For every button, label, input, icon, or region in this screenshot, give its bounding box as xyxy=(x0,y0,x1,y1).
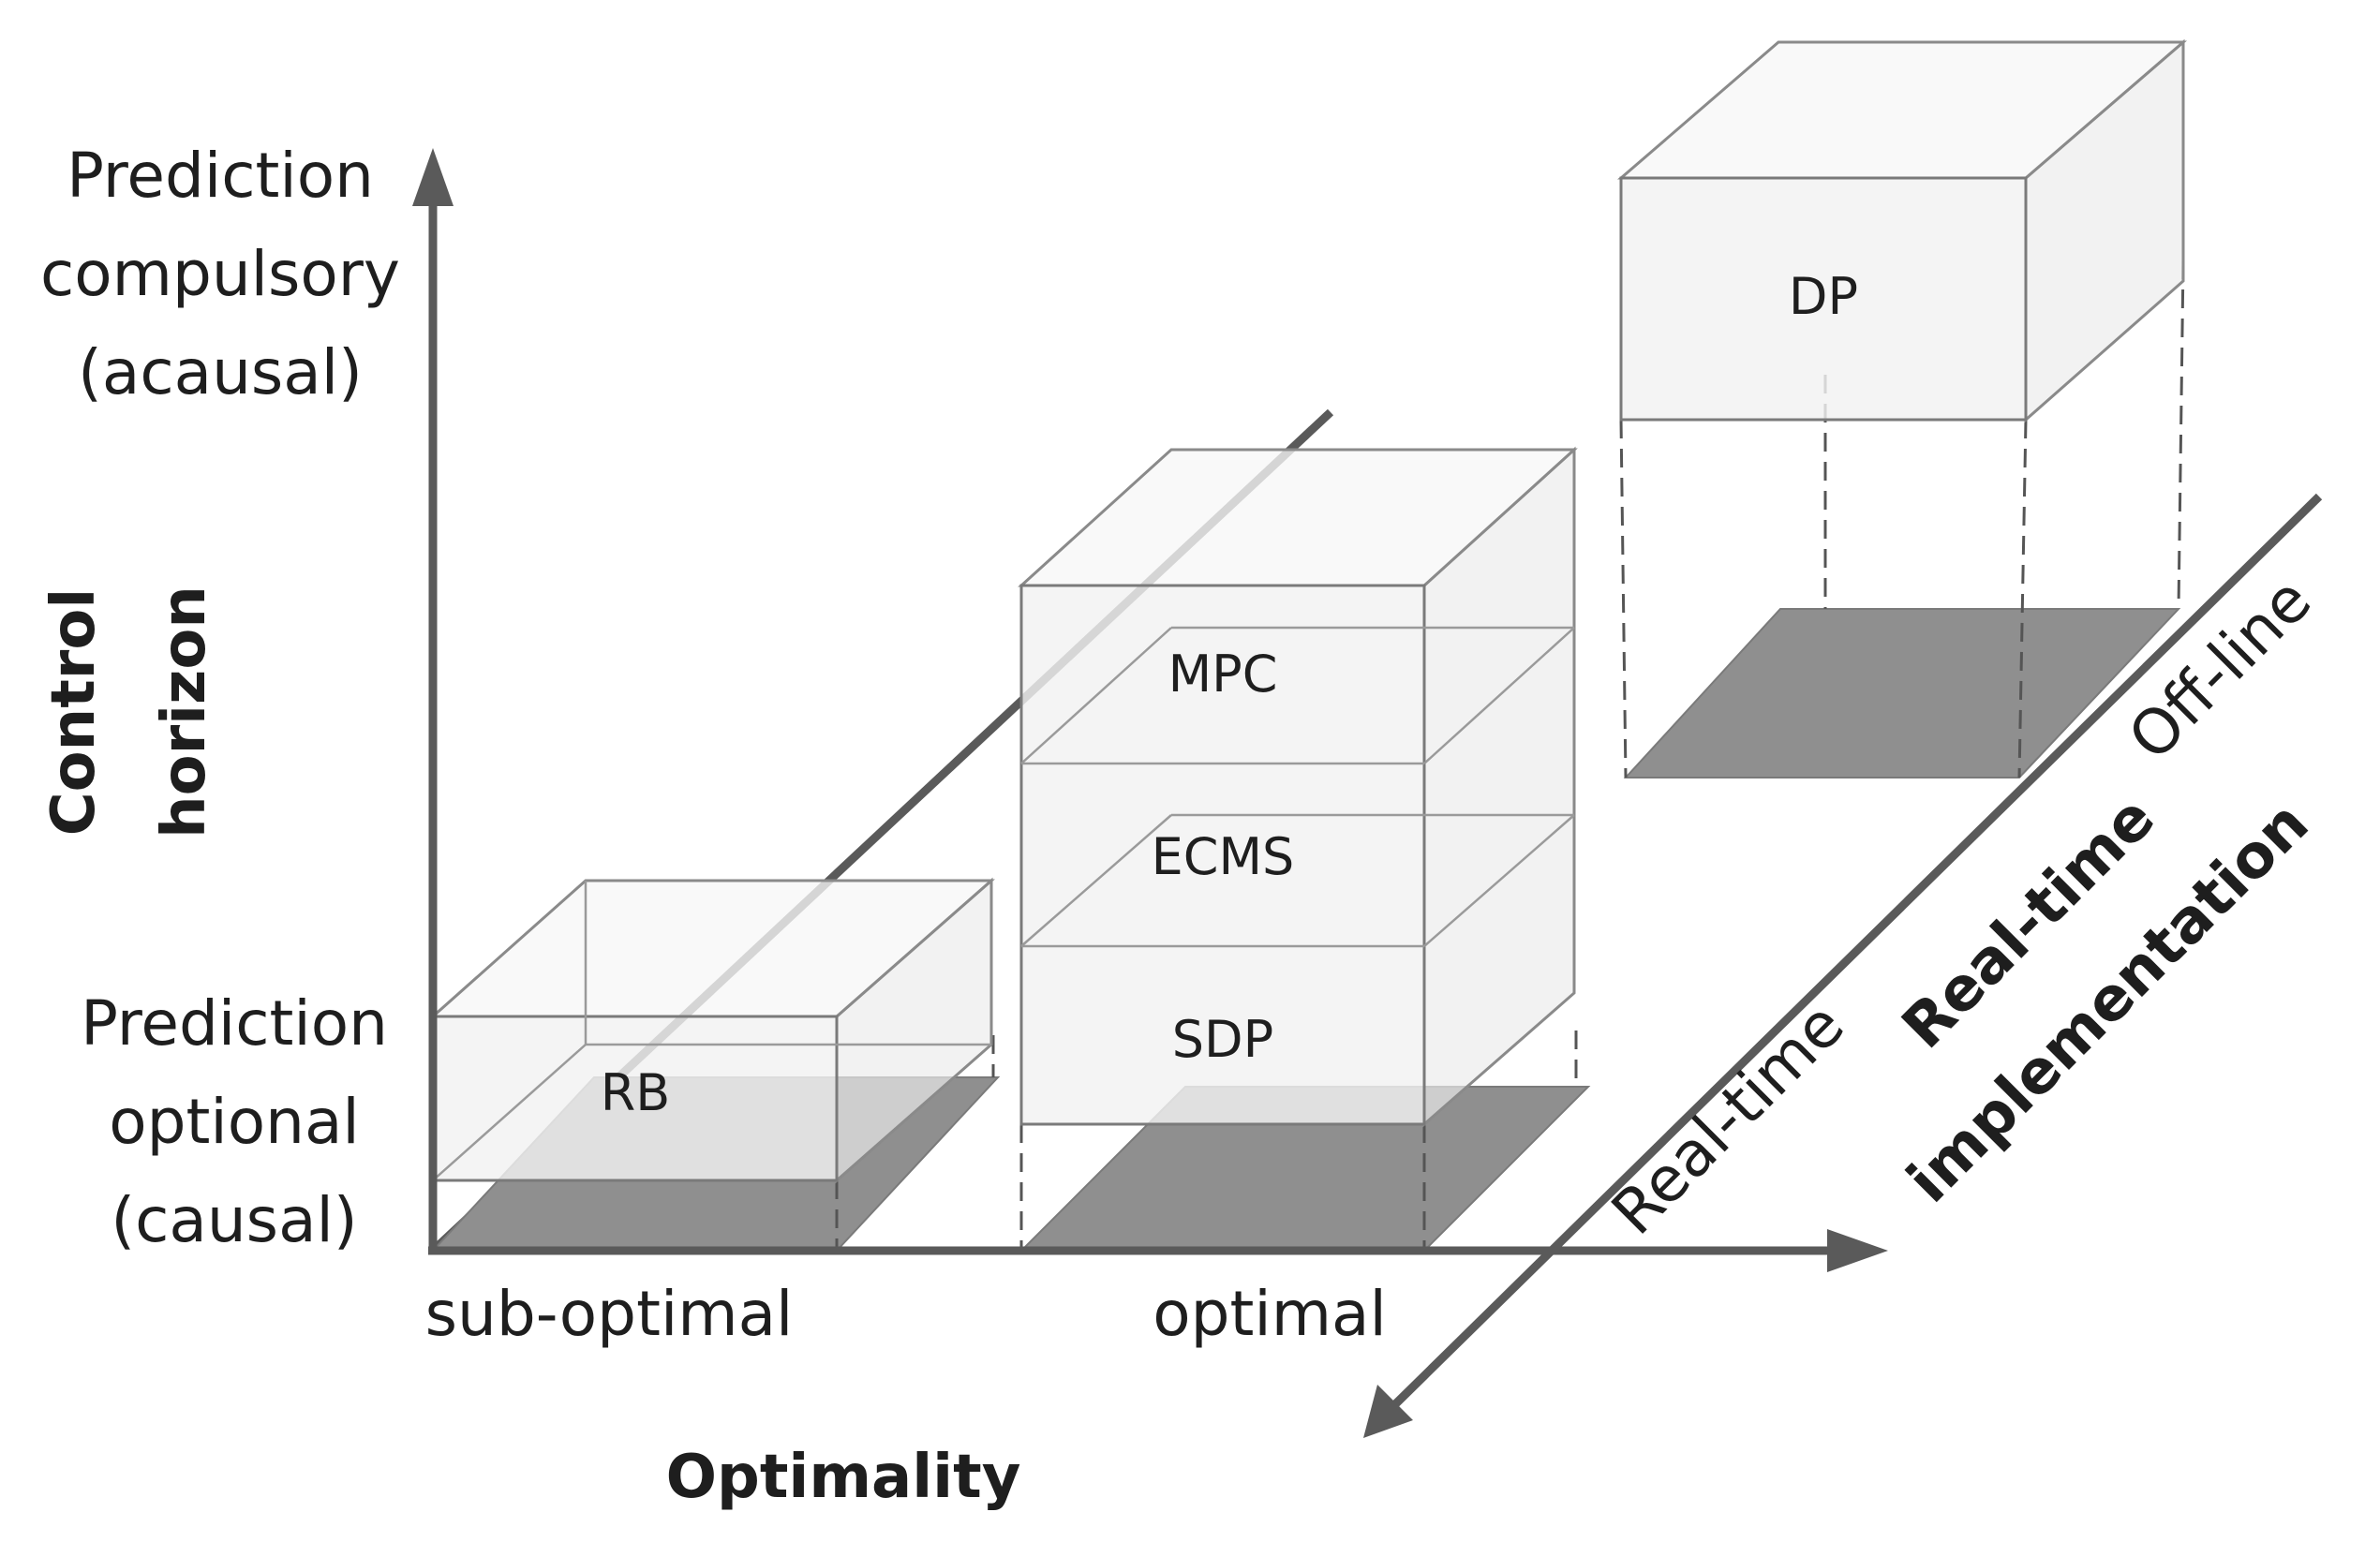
optimal-label: optimal xyxy=(1153,1278,1387,1350)
rb-label: RB xyxy=(601,1063,671,1122)
prediction-compulsory-line1: Prediction xyxy=(67,140,374,212)
prediction-optional-line1: Prediction xyxy=(81,987,388,1060)
optimality-label: Optimality xyxy=(666,1443,1021,1512)
vertical-axis-arrowhead xyxy=(412,148,454,206)
prediction-optional-line3: (causal) xyxy=(111,1184,357,1256)
dp-box xyxy=(1616,38,2188,423)
optimal-stack-box xyxy=(1018,446,1578,1128)
dp-label: DP xyxy=(1789,267,1858,326)
sdp-label: SDP xyxy=(1172,1010,1273,1069)
mpc-label: MPC xyxy=(1168,645,1278,704)
prediction-optional-line2: optional xyxy=(109,1086,359,1158)
prediction-compulsory-line2: compulsory xyxy=(40,238,400,310)
control-horizon-label-line2: horizon xyxy=(150,586,219,838)
control-horizon-label-line1: Control xyxy=(39,588,109,837)
sub-optimal-label: sub-optimal xyxy=(425,1278,794,1350)
dp-shadow xyxy=(1623,608,2181,778)
rb-box xyxy=(429,877,995,1184)
ecms-label: ECMS xyxy=(1152,827,1295,886)
prediction-compulsory-line3: (acausal) xyxy=(78,336,363,408)
depth-axis-arrowhead xyxy=(1363,1385,1413,1438)
horizontal-axis-arrowhead xyxy=(1827,1229,1888,1272)
real-time-tick-label: Real-time xyxy=(1598,988,1857,1248)
